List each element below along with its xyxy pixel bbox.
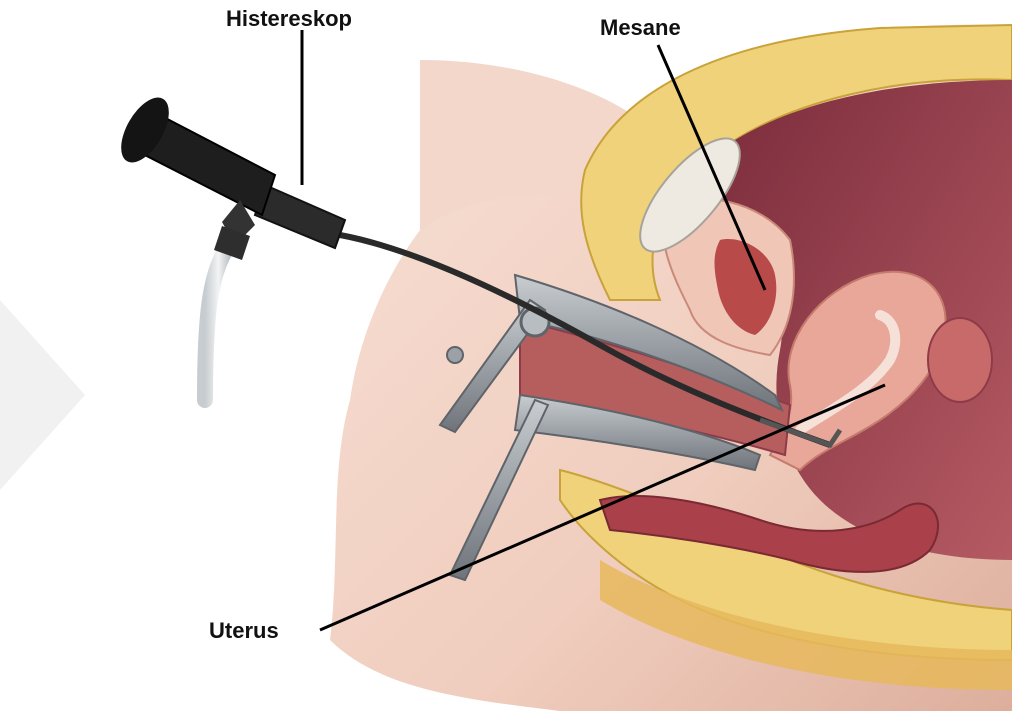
uterus-label: Uterus [209, 618, 279, 644]
watermark-shape [0, 300, 85, 490]
speculum-screw [447, 347, 463, 363]
light-cable [205, 240, 232, 400]
ovary [928, 318, 992, 402]
histereskop-label: Histereskop [226, 6, 352, 32]
mesane-label: Mesane [600, 15, 681, 41]
